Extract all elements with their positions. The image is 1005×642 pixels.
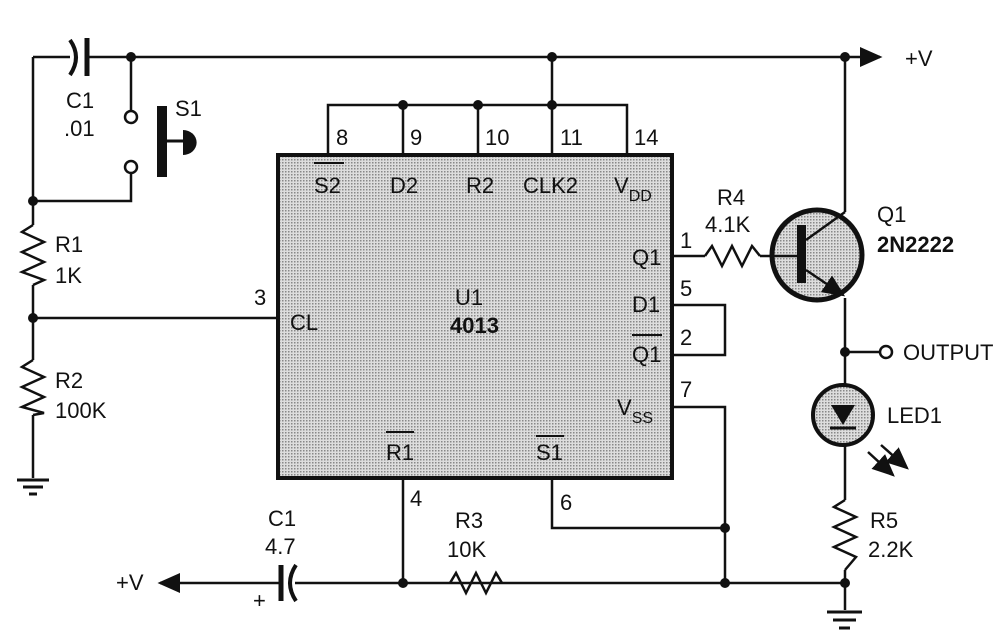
r3-name: R3 [455,508,483,533]
pin-3-number: 3 [254,285,266,310]
pin-7-number: 7 [680,377,692,402]
output-terminal[interactable] [878,344,894,360]
c1-name: C1 [66,88,94,113]
pin-9-number: 9 [410,125,422,150]
c1-value: .01 [64,116,95,141]
c2-polarity: + [253,588,266,613]
capacitor-c1-electrolytic [278,563,298,603]
pin-8-number: 8 [336,125,348,150]
supply-label-bottom: +V [116,570,144,595]
capacitor-c1 [68,38,90,77]
led-name: LED1 [887,403,942,428]
resistor-r2 [18,358,48,417]
junctions [28,52,850,588]
q1-name: Q1 [877,202,906,227]
pin-4-number: 4 [410,486,422,511]
c2-value: 4.7 [265,534,296,559]
pin-1-number: 1 [680,228,692,253]
pin-label-s2: S2 [314,173,341,198]
pin-10-number: 10 [485,125,509,150]
pin-label-d2: D2 [390,173,418,198]
pin-2-number: 2 [680,325,692,350]
pin-label-r1: R1 [386,440,414,465]
ic-part: 4013 [450,313,499,338]
q1-part: 2N2222 [877,232,954,257]
output-label: OUTPUT [903,340,993,365]
ground-icon [827,610,862,630]
r3-value: 10K [447,537,486,562]
r5-value: 2.2K [868,537,914,562]
pin-label-q1: Q1 [632,245,661,270]
r2-name: R2 [55,368,83,393]
pin-5-number: 5 [680,276,692,301]
pin-6-number: 6 [560,490,572,515]
ground-icon [17,478,49,496]
r4-value: 4.1K [705,212,751,237]
ic-u1-body [276,153,674,480]
supply-label-top: +V [905,46,933,71]
s1-name: S1 [175,96,202,121]
ic-name: U1 [455,285,483,310]
resistor-r1 [18,223,48,287]
pin-label-cl: CL [290,310,318,335]
resistor-r3 [448,570,504,596]
pin-label-r2: R2 [466,173,494,198]
r5-name: R5 [870,508,898,533]
transistor-q1 [769,207,865,303]
r4-name: R4 [717,185,745,210]
c2-name: C1 [268,506,296,531]
pin-label-d1: D1 [632,292,660,317]
pin-label-clk2: CLK2 [523,173,578,198]
resistor-r4 [703,243,761,269]
pin-11-number: 11 [560,125,583,150]
pin-label-vdd: VDD [614,173,652,205]
resistor-r5 [830,498,860,571]
pin-14-number: 14 [634,125,658,150]
pin-label-s1: S1 [536,440,563,465]
led-icon [811,383,909,477]
pin-label-vss: VSS [617,395,653,427]
r1-name: R1 [55,232,83,257]
r2-value: 100K [55,398,107,423]
switch-s1[interactable] [123,106,197,177]
r1-value: 1K [55,263,82,288]
pin-label-q1bar: Q1 [632,342,661,367]
